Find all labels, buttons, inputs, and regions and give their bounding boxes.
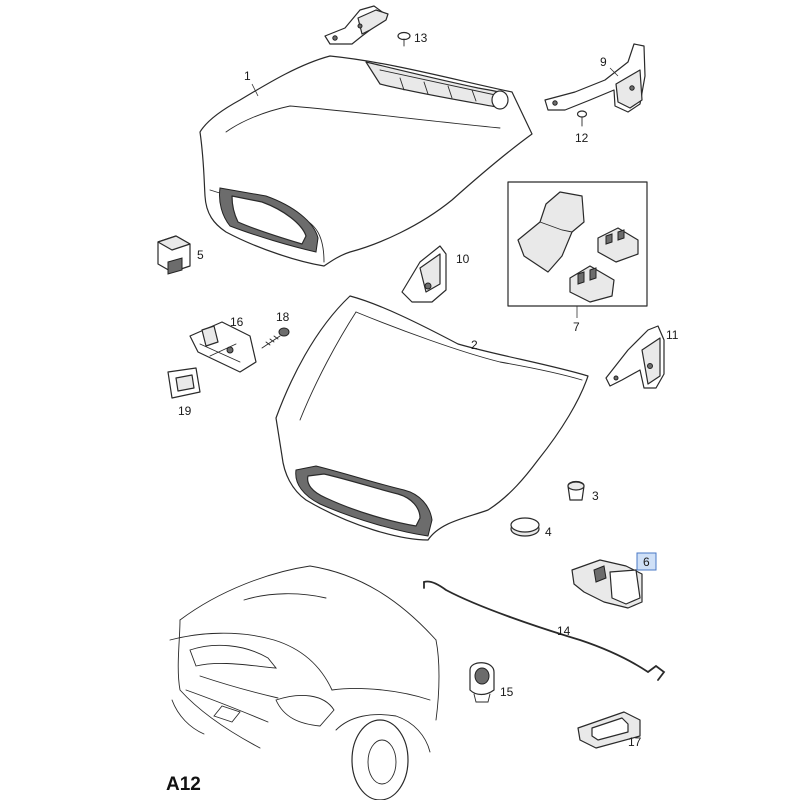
callout-14: 14 <box>557 624 571 638</box>
part-17-release-handle[interactable] <box>577 711 641 749</box>
callout-3: 3 <box>592 489 599 503</box>
part-6-lock[interactable] <box>571 559 643 609</box>
part-3-plug[interactable] <box>567 480 585 501</box>
part-18-screw[interactable] <box>261 327 290 349</box>
callout-6: 6 <box>643 555 650 569</box>
part-19-clip[interactable] <box>167 367 201 399</box>
part-4-cap[interactable] <box>510 517 540 537</box>
callout-4: 4 <box>545 525 552 539</box>
callout-5: 5 <box>197 248 204 262</box>
callout-18: 18 <box>276 310 290 324</box>
callout-6-highlight <box>636 552 657 571</box>
part-9-hinge-right[interactable] <box>544 43 646 113</box>
callout-12: 12 <box>575 131 589 145</box>
part-5-bump-stop[interactable] <box>157 235 191 275</box>
part-1-seal-strip[interactable] <box>365 61 509 110</box>
part-16-latch[interactable] <box>189 321 257 373</box>
part-7-kit-box[interactable] <box>507 181 648 307</box>
vehicle-front-sketch <box>169 565 440 800</box>
sheet-code: A12 <box>166 774 201 795</box>
callout-11: 11 <box>666 328 679 342</box>
part-2-bonnet-lower[interactable] <box>275 295 589 541</box>
part-13-hinge-upper[interactable] <box>324 5 389 45</box>
part-1-bonnet-upper[interactable] <box>199 55 533 267</box>
callout-16: 16 <box>230 315 244 329</box>
callout-10: 10 <box>456 252 470 266</box>
part-11-hinge-lower[interactable] <box>605 325 665 389</box>
callout-9: 9 <box>600 55 607 69</box>
part-15-clip[interactable] <box>469 662 495 703</box>
callout-1: 1 <box>244 69 251 83</box>
part-10-bracket[interactable] <box>401 245 447 303</box>
callout-2: 2 <box>471 338 478 352</box>
callout-7: 7 <box>573 320 580 334</box>
part-12-bolt[interactable] <box>576 110 588 127</box>
callout-13: 13 <box>414 31 428 45</box>
part-13-bolt[interactable] <box>397 31 411 47</box>
callout-15: 15 <box>500 685 514 699</box>
callout-19: 19 <box>178 404 192 418</box>
part-14-cable[interactable] <box>423 580 666 681</box>
callout-17: 17 <box>628 735 642 749</box>
